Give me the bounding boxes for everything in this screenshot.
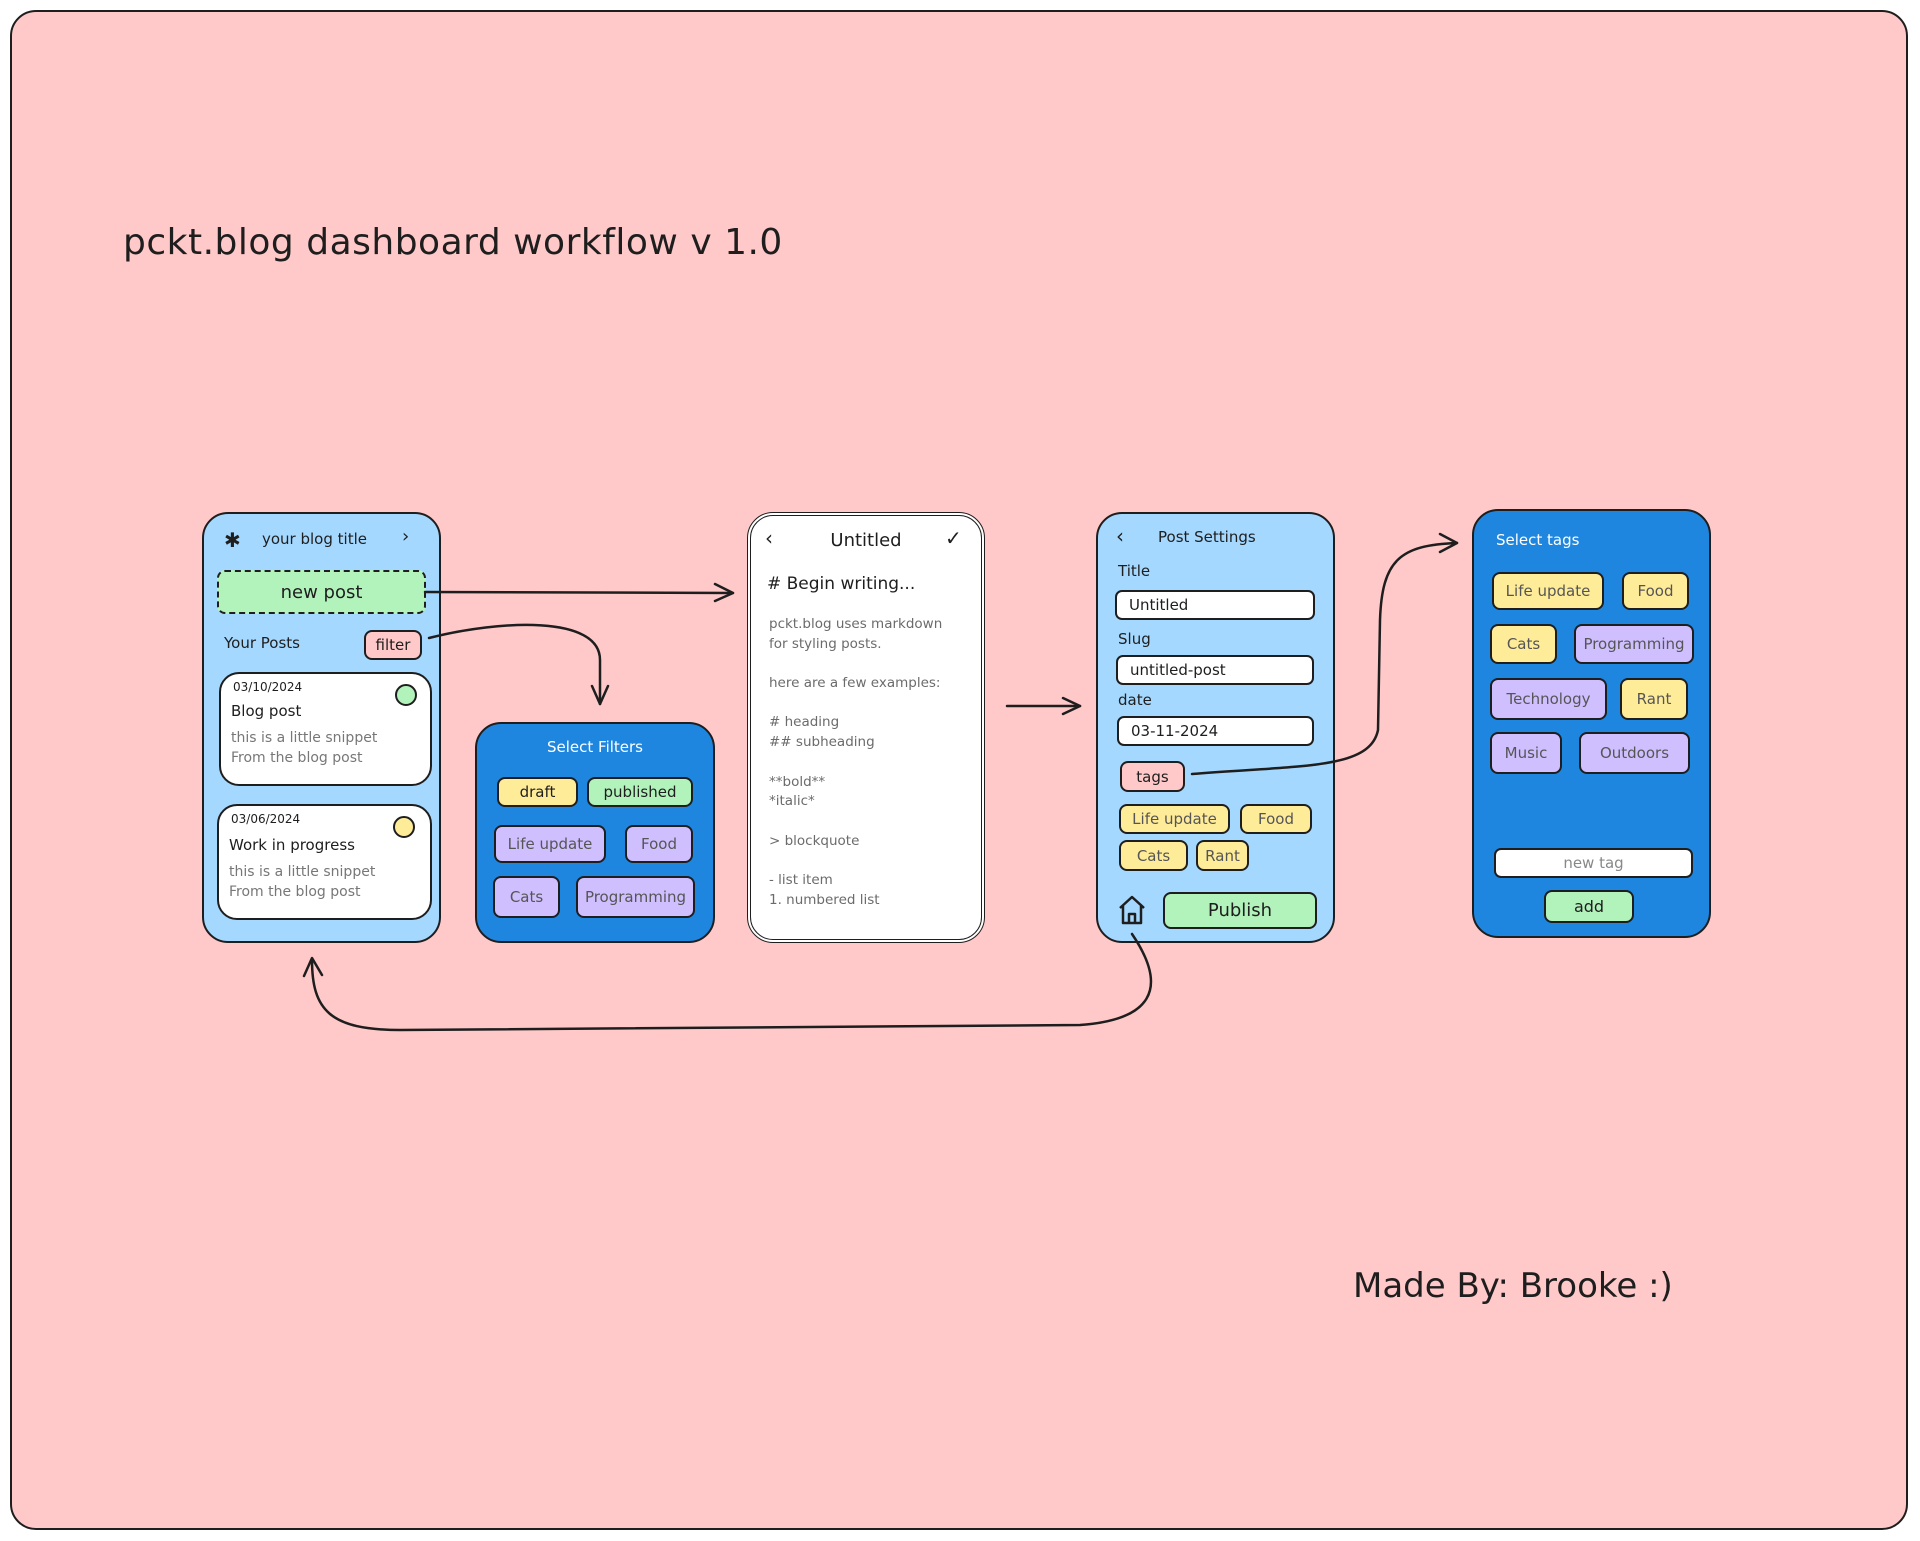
tag-chip-rant[interactable]: Rant — [1196, 840, 1249, 871]
filter-chip-food[interactable]: Food — [625, 825, 693, 863]
asterisk-icon[interactable]: ✱ — [224, 528, 241, 552]
filter-chip-life-update[interactable]: Life update — [494, 825, 606, 863]
your-posts-label: Your Posts — [224, 634, 300, 652]
md-line: > blockquote — [769, 832, 860, 849]
editor-screen: ‹ Untitled ✓ # Begin writing... pckt.blo… — [747, 512, 985, 943]
tag-option-food[interactable]: Food — [1622, 572, 1689, 610]
filter-chip-programming[interactable]: Programming — [576, 876, 695, 918]
post-settings-screen: ‹ Post Settings Title Untitled Slug unti… — [1096, 512, 1335, 943]
chevron-right-icon[interactable]: › — [402, 526, 410, 547]
status-dot-draft — [393, 816, 415, 838]
post-title: Work in progress — [229, 836, 355, 854]
post-snippet: From the blog post — [231, 750, 363, 766]
post-snippet: this is a little snippet — [229, 864, 376, 880]
diagram-title: pckt.blog dashboard workflow v 1.0 — [123, 222, 783, 263]
title-label: Title — [1118, 562, 1151, 580]
tag-option-rant[interactable]: Rant — [1620, 678, 1688, 720]
md-line — [769, 695, 942, 715]
md-line — [769, 754, 942, 774]
tag-chip-food[interactable]: Food — [1240, 804, 1312, 834]
title-input[interactable]: Untitled — [1115, 590, 1315, 620]
post-card[interactable]: 03/10/2024 Blog post this is a little sn… — [219, 672, 432, 786]
filters-title: Select Filters — [546, 738, 643, 756]
select-tags-panel: Select tags Life update Food Cats Progra… — [1472, 509, 1711, 938]
tag-option-programming[interactable]: Programming — [1574, 624, 1694, 664]
tag-option-music[interactable]: Music — [1490, 732, 1562, 774]
select-filters-panel: Select Filters draft published Life upda… — [475, 722, 715, 943]
filter-chip-draft[interactable]: draft — [497, 777, 578, 807]
post-date: 03/10/2024 — [233, 680, 303, 694]
back-icon[interactable]: ‹ — [765, 526, 773, 550]
md-line — [769, 655, 942, 675]
filter-button[interactable]: filter — [364, 630, 422, 660]
home-icon[interactable] — [1117, 894, 1147, 930]
md-line: here are a few examples: — [769, 675, 941, 692]
md-line: **bold** — [769, 773, 826, 790]
settings-title: Post Settings — [1158, 528, 1256, 546]
tags-button[interactable]: tags — [1120, 761, 1185, 792]
dashboard-screen: ✱ your blog title › new post Your Posts … — [202, 512, 441, 943]
status-dot-published — [395, 684, 417, 706]
check-icon[interactable]: ✓ — [945, 526, 962, 550]
post-date: 03/06/2024 — [231, 812, 301, 826]
editor-heading[interactable]: # Begin writing... — [767, 574, 916, 594]
md-line: - list item — [769, 871, 833, 888]
filter-chip-published[interactable]: published — [587, 777, 693, 807]
md-line: *italic* — [769, 793, 815, 810]
tag-option-technology[interactable]: Technology — [1490, 678, 1607, 720]
md-line: # heading — [769, 714, 840, 731]
post-title: Blog post — [231, 702, 302, 720]
filter-chip-cats[interactable]: Cats — [493, 876, 560, 918]
md-line: 1. numbered list — [769, 891, 880, 908]
post-snippet: this is a little snippet — [231, 730, 378, 746]
tags-title: Select tags — [1496, 531, 1580, 549]
tag-option-outdoors[interactable]: Outdoors — [1579, 732, 1690, 774]
md-line: pckt.blog uses markdown — [769, 616, 943, 632]
date-input[interactable]: 03-11-2024 — [1117, 716, 1314, 746]
blog-title: your blog title — [262, 530, 367, 548]
tag-chip-cats[interactable]: Cats — [1119, 840, 1188, 871]
date-label: date — [1118, 691, 1152, 709]
editor-title: Untitled — [830, 530, 902, 551]
publish-button[interactable]: Publish — [1163, 892, 1317, 929]
credit: Made By: Brooke :) — [1353, 1266, 1673, 1306]
slug-label: Slug — [1118, 630, 1151, 648]
slug-input[interactable]: untitled-post — [1116, 655, 1314, 685]
post-card[interactable]: 03/06/2024 Work in progress this is a li… — [217, 804, 432, 920]
md-line — [769, 813, 942, 833]
new-post-button[interactable]: new post — [217, 570, 426, 614]
tag-option-cats[interactable]: Cats — [1490, 624, 1557, 664]
md-line: for styling posts. — [769, 635, 882, 652]
new-tag-input[interactable]: new tag — [1494, 848, 1693, 878]
back-icon[interactable]: ‹ — [1116, 524, 1124, 548]
post-snippet: From the blog post — [229, 884, 361, 900]
md-line — [769, 852, 942, 872]
editor-body[interactable]: pckt.blog uses markdown for styling post… — [769, 616, 942, 911]
tag-chip-life-update[interactable]: Life update — [1119, 804, 1230, 834]
md-line: ## subheading — [769, 734, 875, 751]
add-tag-button[interactable]: add — [1544, 890, 1634, 923]
tag-option-life-update[interactable]: Life update — [1492, 572, 1604, 610]
